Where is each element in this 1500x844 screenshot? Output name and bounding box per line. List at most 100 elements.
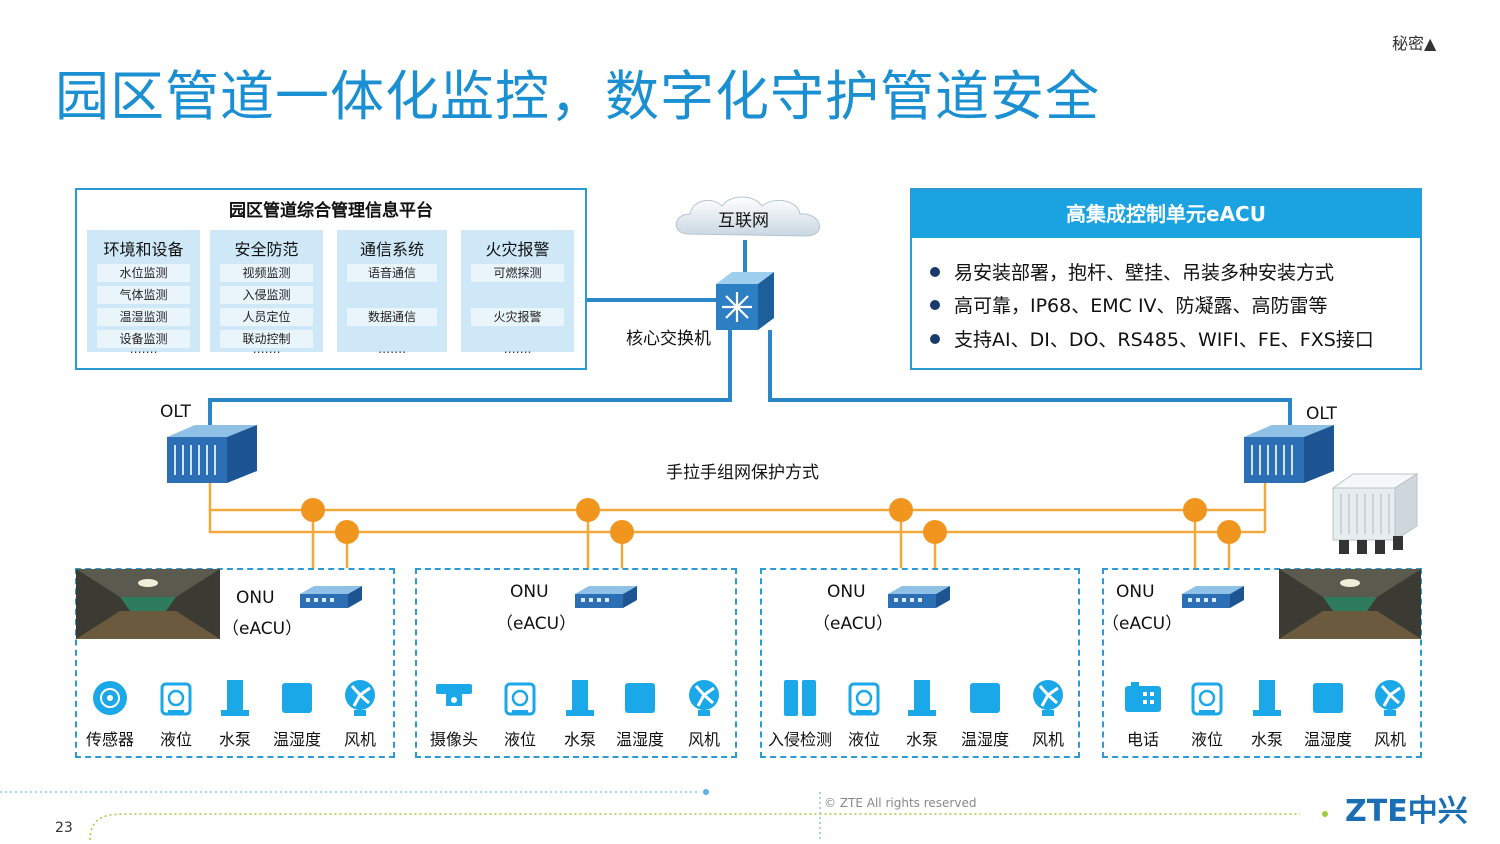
olt-left-icon (167, 425, 257, 483)
intrusion-icon (784, 680, 816, 716)
management-platform-panel: 园区管道综合管理信息平台 环境和设备 水位监测 气体监测 温湿监测 设备监测 …… (75, 188, 587, 370)
onu-label: ONU (1116, 582, 1155, 602)
device-label: 传感器 (85, 730, 134, 749)
category-item: 火灾报警 (471, 308, 564, 326)
fan-icon (1375, 680, 1405, 716)
humidity-icon (625, 683, 655, 713)
fan-icon (1033, 680, 1063, 716)
category-title: 环境和设备 (103, 240, 184, 259)
category-item: 水位监测 (97, 264, 190, 282)
zte-logo: ZTE中兴 (1345, 794, 1468, 829)
device-label: 液位 (159, 730, 192, 749)
eacu-device-image (1331, 473, 1419, 554)
pump-icon (1253, 680, 1281, 716)
device-label: 风机 (343, 730, 376, 749)
category-item: 温湿监测 (97, 308, 190, 326)
olt-right-label: OLT (1306, 404, 1337, 424)
olt-right-icon (1244, 425, 1334, 483)
onu-sub-label: （eACU） (222, 619, 303, 639)
device-label: 入侵检测 (767, 730, 832, 749)
pump-icon (221, 680, 249, 716)
category-title: 火灾报警 (485, 240, 550, 259)
category-item: 可燃探测 (471, 264, 564, 282)
level-icon (504, 682, 536, 716)
onu-sub-label: （eACU） (813, 614, 894, 634)
fan-icon (689, 680, 719, 716)
category-environment: 环境和设备 水位监测 气体监测 温湿监测 设备监测 (87, 230, 200, 352)
device-label: 温湿度 (960, 730, 1009, 749)
category-item: 视频监测 (220, 264, 313, 282)
tunnel-photo-left (76, 569, 220, 639)
category-item: 入侵监测 (220, 286, 313, 304)
platform-title: 园区管道综合管理信息平台 (229, 201, 433, 221)
device-label: 水泵 (905, 730, 938, 749)
category-title: 通信系统 (359, 240, 424, 259)
page-title: 园区管道一体化监控，数字化守护管道安全 (55, 65, 1100, 128)
device-label: 温湿度 (615, 730, 664, 749)
onu-label: ONU (827, 582, 866, 602)
onu-device-icon (575, 586, 637, 608)
feature-bullet: 高可靠，IP68、EMC IV、防凝露、高防雷等 (930, 291, 1328, 318)
pump-icon (566, 680, 594, 716)
category-more: ……. (378, 342, 406, 356)
device-label: 水泵 (563, 730, 596, 749)
feature-bullet: 支持AI、DI、DO、RS485、WIFI、FE、FXS接口 (930, 325, 1374, 352)
page-number: 23 (55, 820, 73, 836)
eacu-feature-panel: 高集成控制单元eACU 易安装部署，抱杆、壁挂、吊装多种安装方式 高可靠，IP6… (910, 188, 1422, 370)
splitter-icons (301, 498, 1241, 544)
category-item: 气体监测 (97, 286, 190, 304)
tunnel-photo-right (1279, 569, 1421, 639)
device-label: 风机 (1373, 730, 1406, 749)
onu-sub-label: （eACU） (1102, 614, 1183, 634)
device-label: 水泵 (1250, 730, 1283, 749)
level-icon (160, 682, 192, 716)
humidity-icon (970, 683, 1000, 713)
device-label: 风机 (687, 730, 720, 749)
device-label: 水泵 (218, 730, 251, 749)
core-switch-label: 核心交换机 (626, 329, 711, 349)
onu-device-icon (300, 586, 362, 608)
category-item: 设备监测 (97, 330, 190, 348)
category-fire-alarm: 火灾报警 可燃探测 火灾报警 (461, 230, 574, 352)
category-more: ……. (503, 342, 532, 356)
category-more: ……. (252, 342, 281, 356)
category-communication: 通信系统 语音通信 数据通信 (337, 230, 447, 352)
phone-icon (1125, 682, 1161, 712)
category-item: 联动控制 (220, 330, 313, 348)
footer-decoration (0, 789, 1328, 841)
device-label: 温湿度 (272, 730, 321, 749)
humidity-icon (1313, 683, 1343, 713)
internet-label: 互联网 (718, 211, 769, 231)
core-switch-icon (716, 272, 774, 330)
bullet-text: 高可靠，IP68、EMC IV、防凝露、高防雷等 (954, 295, 1328, 317)
feature-bullet: 易安装部署，抱杆、壁挂、吊装多种安装方式 (930, 258, 1334, 285)
onu-device-icon (1182, 586, 1244, 608)
device-label: 摄像头 (429, 730, 478, 749)
bullet-icon (930, 266, 940, 277)
copyright-text: © ZTE All rights reserved (824, 796, 977, 810)
level-icon (848, 682, 880, 716)
category-item: 人员定位 (220, 308, 313, 326)
fan-icon (345, 680, 375, 716)
bullet-text: 支持AI、DI、DO、RS485、WIFI、FE、FXS接口 (954, 329, 1374, 351)
cloud-icon (675, 196, 821, 237)
device-label: 电话 (1126, 730, 1159, 749)
device-label: 液位 (1190, 730, 1223, 749)
onu-label: ONU (510, 582, 549, 602)
eacu-panel-title: 高集成控制单元eACU (912, 190, 1420, 238)
protection-mode-label: 手拉手组网保护方式 (666, 463, 819, 483)
bullet-text: 易安装部署，抱杆、壁挂、吊装多种安装方式 (954, 262, 1335, 284)
olt-left-label: OLT (160, 402, 191, 422)
pump-icon (908, 680, 936, 716)
bullet-icon (930, 333, 940, 344)
onu-sub-label: （eACU） (496, 614, 577, 634)
category-item: 语音通信 (347, 264, 437, 282)
category-security: 安全防范 视频监测 入侵监测 人员定位 联动控制 (210, 230, 323, 352)
category-title: 安全防范 (234, 240, 299, 259)
device-label: 液位 (503, 730, 536, 749)
humidity-icon (282, 683, 312, 713)
confidential-label: 秘密▲ (1392, 34, 1437, 53)
onu-label: ONU (236, 588, 275, 608)
device-label: 液位 (847, 730, 880, 749)
